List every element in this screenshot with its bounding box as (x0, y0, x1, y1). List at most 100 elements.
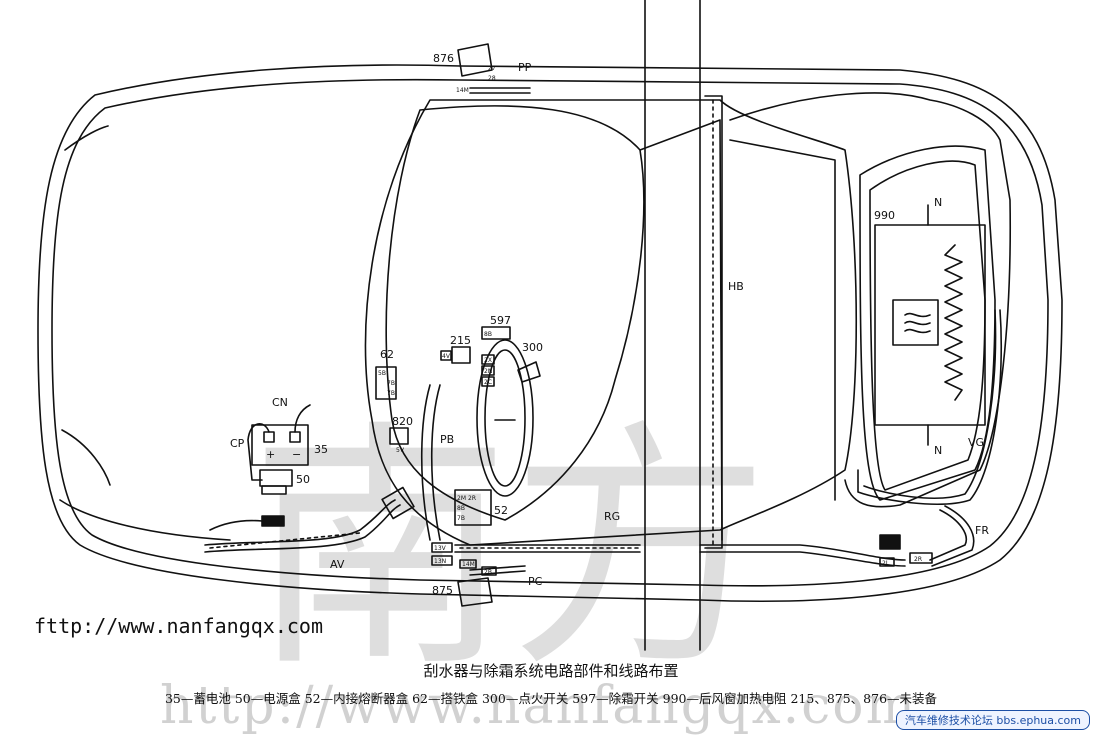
wiper-875 (457, 577, 493, 607)
pc-harness (469, 565, 526, 576)
fr-harness (929, 505, 975, 567)
connector-14m-bot (459, 559, 477, 569)
label-27: 27 (488, 65, 496, 72)
steering-wheel-inner (484, 349, 526, 487)
label-13n: 13N (434, 558, 446, 565)
ground-point-av (261, 515, 285, 527)
label-cp: CP (230, 437, 245, 450)
label-minus: − (292, 448, 301, 461)
label-2b: 2B (484, 569, 492, 576)
label-990: 990 (874, 209, 895, 222)
wiper-876 (457, 43, 493, 77)
connector-2b (481, 566, 497, 576)
defrost-switch-597 (481, 326, 511, 340)
car-body-inner (51, 78, 1049, 587)
battery-cable-cp (247, 423, 270, 481)
connector-2r-fr (909, 552, 933, 564)
battery-cable-cn (294, 404, 311, 433)
rear-quarter-line (729, 139, 836, 501)
label-av: AV (330, 558, 345, 571)
connector-2n (481, 365, 495, 376)
label-876: 876 (433, 52, 454, 65)
connector-4v (440, 350, 452, 361)
label-7b-3: 7B (457, 515, 465, 522)
av-branch (209, 519, 263, 531)
hood-line-upper (64, 125, 109, 151)
trunk-inner-outline (869, 160, 986, 491)
rear-window-outline (729, 92, 1012, 508)
connector-13n (431, 555, 453, 566)
heater-990-panel (874, 224, 986, 426)
label-2m: 2M (457, 495, 466, 502)
pp-harness (469, 87, 531, 94)
diagram-legend: 35—蓄电池 50—电源盒 52—内接熔断器盒 62—搭铁盒 300—点火开关 … (164, 691, 938, 706)
ground-point-fr (879, 534, 901, 550)
label-n-top: N (934, 196, 942, 209)
rg-harness (454, 544, 641, 553)
label-28: 28 (488, 75, 496, 82)
cabin-roof-outline (364, 99, 858, 546)
power-box-50-plug (261, 485, 287, 495)
label-820: 820 (392, 415, 413, 428)
label-fr: FR (975, 524, 989, 537)
connector-13v (431, 542, 453, 553)
label-52: 52 (494, 504, 508, 517)
label-7b-1: 7B (387, 380, 395, 387)
junction-box-av (381, 486, 415, 520)
label-7b-2: 7B (387, 390, 395, 397)
switch-820 (389, 427, 409, 445)
label-597: 597 (490, 314, 511, 327)
label-2r: 2R (468, 495, 476, 502)
label-2r-fr: 2R (914, 556, 922, 563)
label-rg: RG (604, 510, 620, 523)
battery-35-body (251, 424, 309, 466)
label-35: 35 (314, 443, 328, 456)
label-pp: PP (518, 61, 532, 74)
connector-2j (879, 557, 895, 567)
label-300: 300 (522, 341, 543, 354)
heater-990-element (944, 244, 963, 401)
diagram-title: 刮水器与除霜系统电路部件和线路布置 (423, 662, 679, 680)
windshield-outline (385, 105, 645, 521)
label-n-bot: N (934, 444, 942, 457)
label-8b: 8B (484, 331, 492, 338)
ftp-url-text: fttp://www.nanfangqx.com (34, 614, 323, 638)
label-5v: 5V (396, 447, 405, 454)
defrost-symbol-arrows (904, 312, 931, 334)
ignition-300 (517, 361, 541, 383)
watermark-url: http://www.nanfangqx.com (160, 676, 917, 736)
label-hb: HB (728, 280, 744, 293)
label-215: 215 (450, 334, 471, 347)
label-50: 50 (296, 473, 310, 486)
ground-box-62 (375, 366, 397, 400)
pb-harness (420, 384, 441, 541)
label-4v: 4V (442, 353, 451, 360)
connector-215 (451, 346, 471, 364)
watermark-nanfang: 南方 (250, 400, 770, 702)
label-2n: 2N (484, 368, 492, 375)
label-plus: + (266, 448, 275, 461)
label-pc: PC (528, 575, 543, 588)
label-14m-top: 14M (456, 87, 469, 94)
label-vg: VG (968, 436, 984, 449)
hood-line-lower (61, 429, 111, 486)
label-2j: 2J (882, 560, 888, 567)
label-5b: 5B (378, 370, 386, 377)
label-2x: 2X (484, 357, 492, 364)
fuse-box-52 (454, 489, 492, 526)
label-8b-2: 8B (457, 505, 465, 512)
hb-harness (704, 95, 723, 549)
steering-wheel (476, 339, 534, 497)
label-cn: CN (272, 396, 288, 409)
center-pillar-band (644, 0, 701, 651)
av-harness (204, 499, 401, 553)
label-pb: PB (440, 433, 454, 446)
front-bumper-line (59, 499, 231, 541)
rg-harness-rear (699, 544, 906, 567)
label-14m-bot: 14M (462, 561, 475, 568)
label-875: 875 (432, 584, 453, 597)
defrost-symbol-box (892, 299, 939, 346)
label-2c: 2C (484, 379, 492, 386)
vg-harness (857, 309, 1003, 505)
